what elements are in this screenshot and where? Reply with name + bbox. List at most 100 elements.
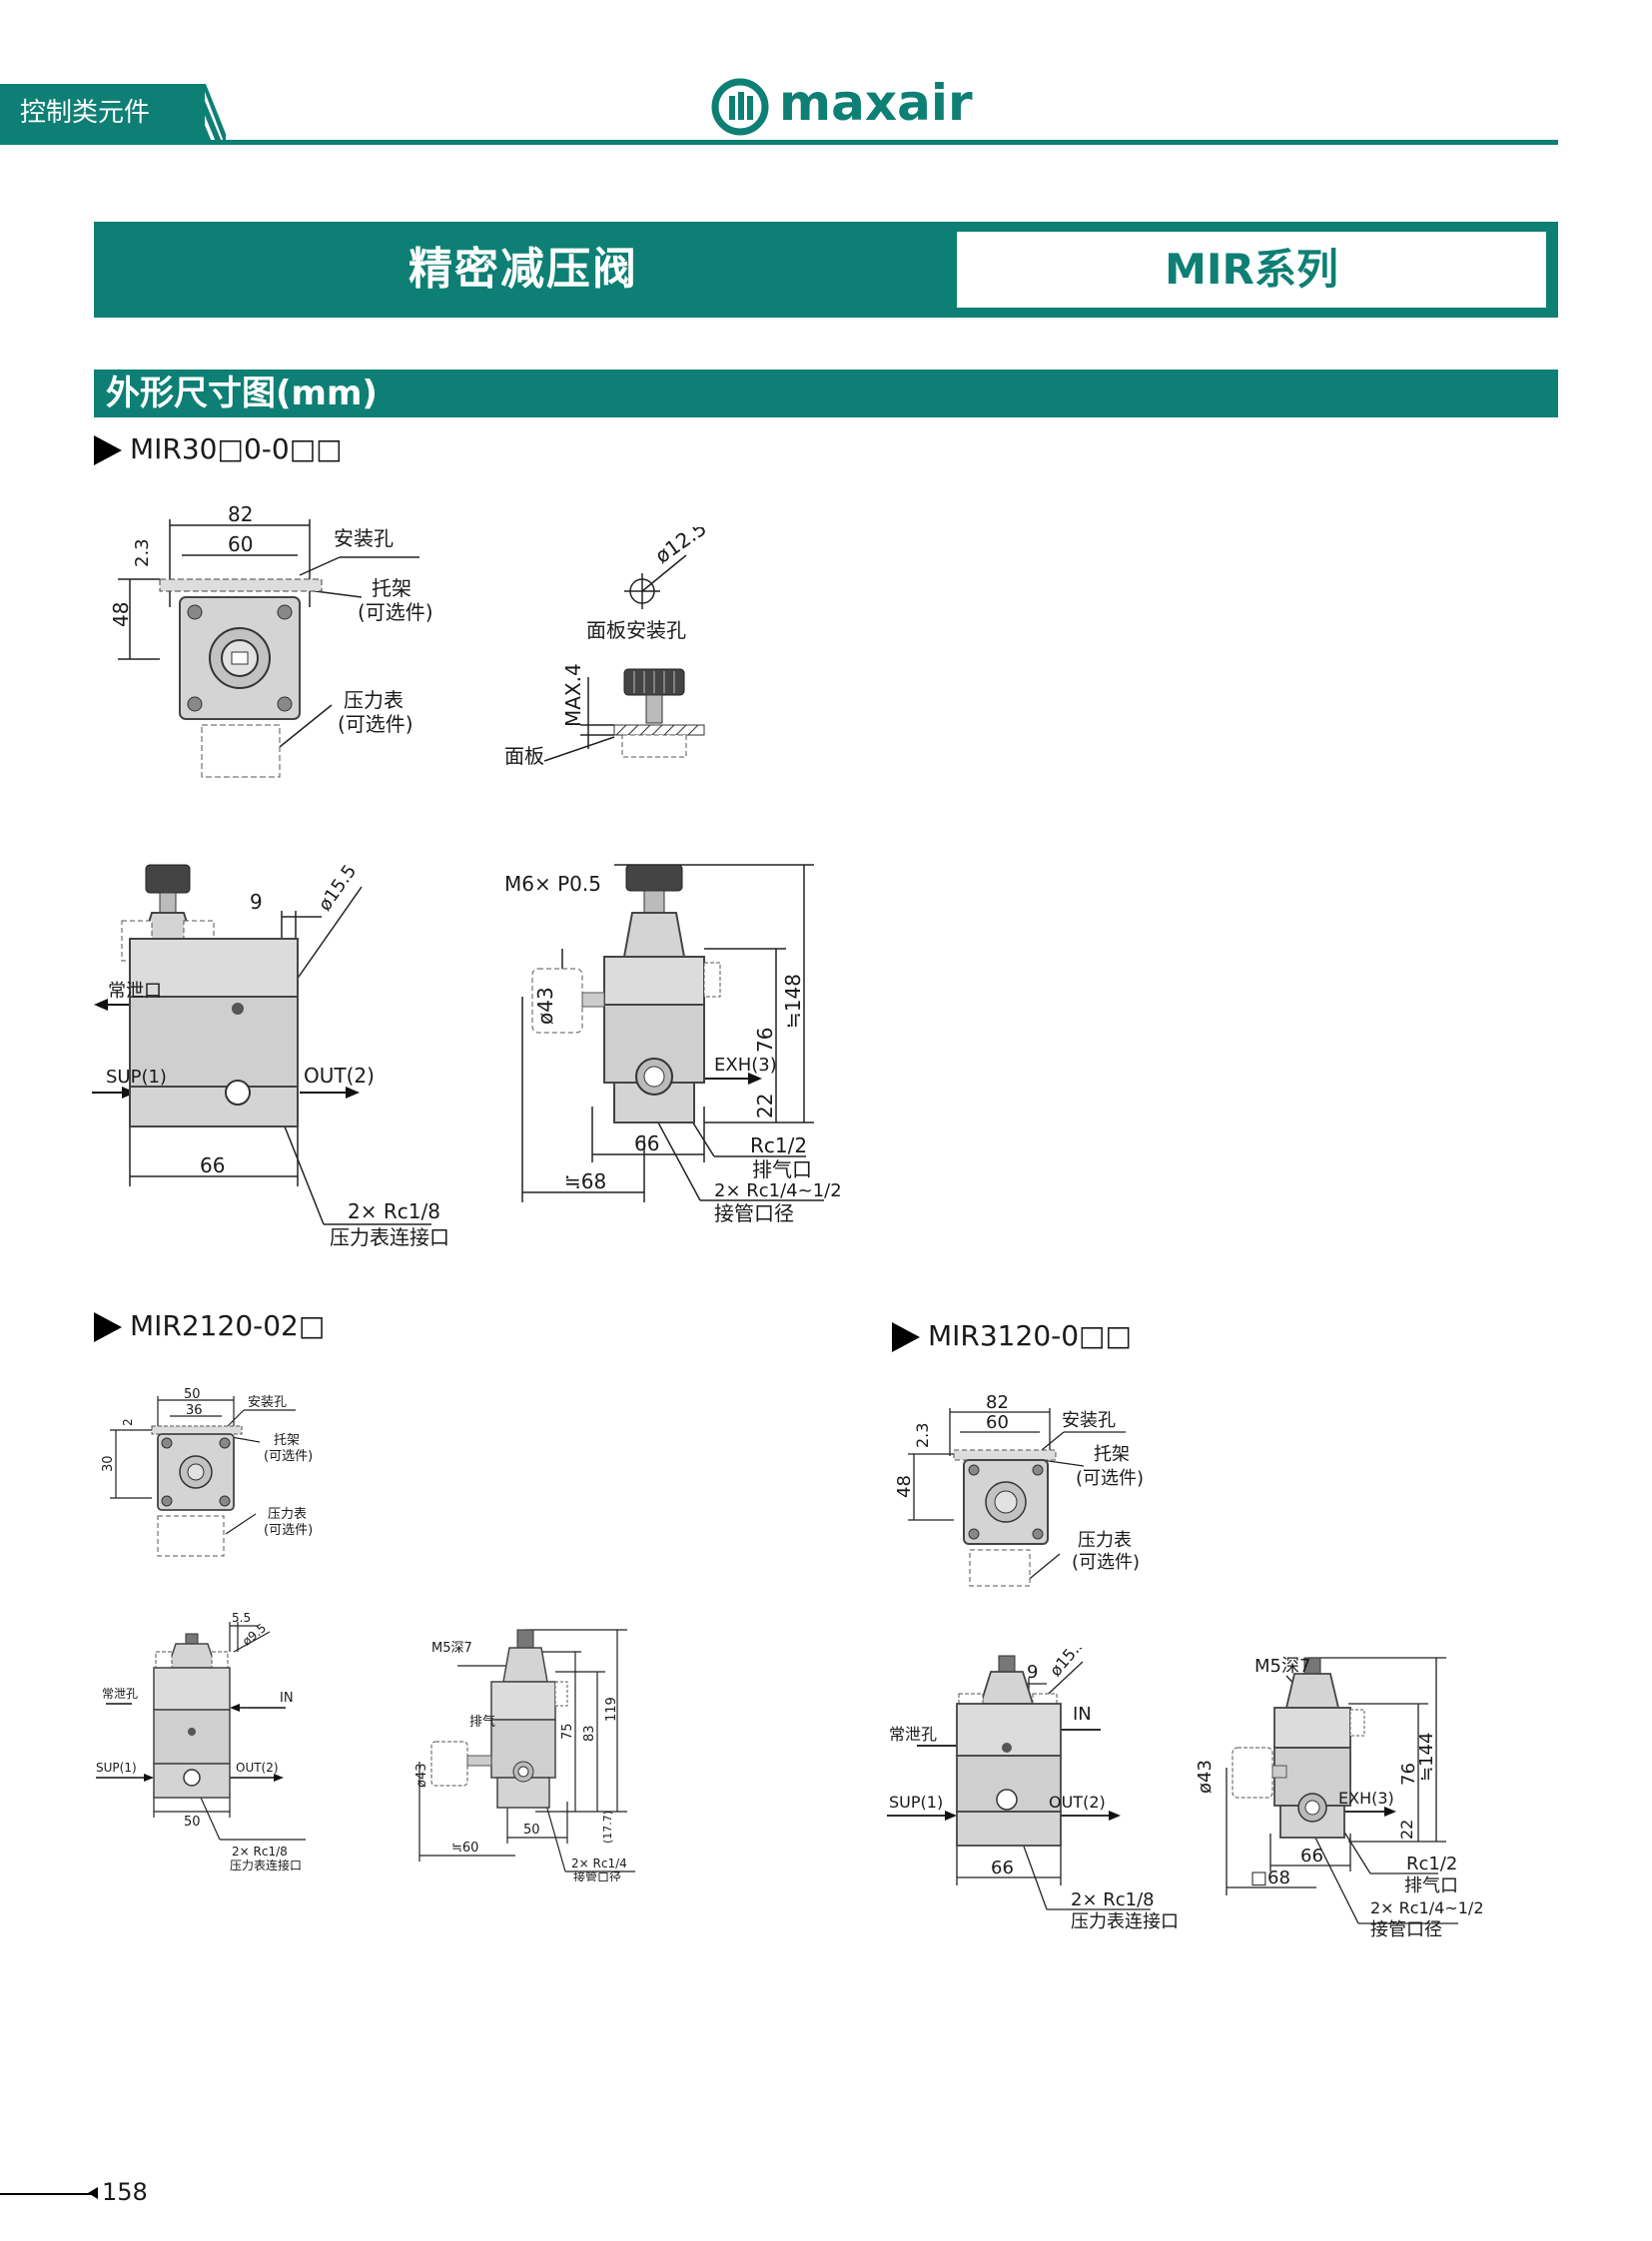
- label-gauge-port: 压力表连接口: [1071, 1911, 1179, 1932]
- dim-82: 82: [986, 1392, 1009, 1413]
- label-bracket: 托架: [1094, 1444, 1130, 1465]
- label-sup: SUP(1): [96, 1761, 137, 1775]
- label-sup: SUP(1): [106, 1067, 167, 1088]
- drawing-panel-mount: ø12.5 面板安装孔 MAX.4 面板: [504, 527, 711, 768]
- page-number: 158: [102, 2178, 148, 2206]
- label-bracket: 托架: [274, 1433, 300, 1448]
- brand-logo-icon: [711, 78, 769, 136]
- label-pipe-spec: 2× Rc1/4~1/2: [714, 1180, 842, 1201]
- dim-82: 82: [228, 502, 253, 526]
- label-gauge: 压力表: [268, 1507, 307, 1522]
- label-gauge-port: 压力表连接口: [330, 1225, 449, 1249]
- drawing-front-view-1: 9 ø15.5 常泄口 SUP(1) OUT(2) 66 2× Rc1/8 压力…: [92, 861, 449, 1249]
- dim-60: 60: [986, 1412, 1009, 1433]
- triangle-icon: [94, 1312, 122, 1342]
- dim-76: 76: [1398, 1763, 1419, 1786]
- dim-15-5: ø15.5: [315, 861, 362, 915]
- dim-66: 66: [200, 1153, 225, 1177]
- label-optional: (可选件): [264, 1449, 313, 1464]
- triangle-icon: [94, 435, 122, 465]
- dim-66-side: 66: [634, 1131, 659, 1155]
- dim-48: 48: [894, 1475, 915, 1498]
- dim-60-side: ≒60: [451, 1841, 478, 1856]
- dim-144: ≒144: [1416, 1733, 1437, 1782]
- label-optional: (可选件): [1076, 1468, 1144, 1489]
- label-exhaust-port: 排气口: [752, 1157, 812, 1181]
- label-gauge-port: 压力表连接口: [230, 1858, 302, 1871]
- label-m5: M5深7: [1254, 1656, 1310, 1677]
- label-pipe-size: 接管口径: [573, 1869, 621, 1881]
- dim-max4: MAX.4: [561, 663, 585, 727]
- label-m6: M6× P0.5: [504, 872, 601, 896]
- dim-36: 36: [186, 1403, 203, 1418]
- label-rc12: Rc1/2: [1406, 1854, 1457, 1874]
- label-out: OUT(2): [1049, 1793, 1106, 1812]
- drawing-top-view-2: 50 36 2 30 安装孔 托架 (可选件) 压力表 (可选件): [101, 1387, 313, 1557]
- tab-stripes: [178, 84, 226, 142]
- dim-119: 119: [604, 1697, 619, 1722]
- label-relief-hole: 常泄孔: [102, 1687, 138, 1701]
- label-panel-hole: 面板安装孔: [586, 618, 686, 642]
- dim-148: ≒148: [781, 974, 805, 1029]
- dim-43: ø43: [1195, 1760, 1216, 1794]
- dim-9-5: ø9.5: [240, 1621, 269, 1649]
- dim-2: 2: [121, 1418, 135, 1426]
- dim-22: 22: [753, 1094, 777, 1119]
- model-label-mir3120: MIR3120-0□□: [892, 1318, 1132, 1354]
- dim-50-side: 50: [523, 1823, 540, 1838]
- label-gauge-port-spec: 2× Rc1/8: [232, 1845, 288, 1859]
- page-arrow-icon: [88, 2187, 98, 2199]
- label-relief-port: 常泄口: [108, 981, 162, 1002]
- label-optional: (可选件): [264, 1523, 313, 1538]
- label-bracket: 托架: [372, 576, 412, 600]
- dim-2-3: 2.3: [132, 538, 153, 567]
- label-panel: 面板: [504, 744, 544, 768]
- label-pipe-size: 接管口径: [714, 1201, 794, 1225]
- dim-83: 83: [582, 1725, 597, 1742]
- dim-60: 60: [228, 532, 253, 556]
- product-title: 精密减压阀: [409, 244, 638, 295]
- model-name: MIR3120-0□□: [928, 1319, 1132, 1352]
- model-name: MIR30□0-0□□: [130, 432, 343, 465]
- label-gauge: 压力表: [1078, 1530, 1132, 1551]
- label-gauge-port-spec: 2× Rc1/8: [348, 1199, 440, 1223]
- drawing-side-view-1: M6× P0.5 ø43 76 ≒148 EXH(3) 22 66 ≒68 Rc…: [504, 864, 842, 1225]
- dim-12-5: ø12.5: [650, 527, 710, 568]
- model-label-mir30x0: MIR30□0-0□□: [94, 431, 343, 467]
- label-sup: SUP(1): [889, 1793, 943, 1812]
- dim-5-5: 5.5: [232, 1612, 251, 1625]
- section-heading: 外形尺寸图(mm): [94, 370, 1558, 417]
- label-mount-hole: 安装孔: [1062, 1410, 1116, 1431]
- label-pipe-spec: 2× Rc1/4~1/2: [1370, 1898, 1484, 1917]
- series-title: MIR系列: [957, 232, 1546, 308]
- label-gauge: 压力表: [344, 688, 404, 712]
- label-out: OUT(2): [236, 1761, 279, 1775]
- label-pipe-spec: 2× Rc1/4: [571, 1857, 627, 1870]
- drawing-top-view-1: 82 60 2.3 48 安装孔 托架 (可选件) 压力表 (可选件): [109, 502, 433, 778]
- label-exhaust-port: 排气口: [1404, 1875, 1458, 1896]
- label-relief-hole: 常泄孔: [889, 1725, 937, 1744]
- dim-17-7: (17.7): [601, 1811, 614, 1844]
- dim-75: 75: [560, 1723, 575, 1740]
- label-in: IN: [280, 1691, 294, 1706]
- label-mount-hole: 安装孔: [248, 1395, 287, 1410]
- label-m5: M5深7: [431, 1641, 472, 1656]
- drawing-top-view-3: 82 60 2.3 48 安装孔 托架 (可选件) 压力表 (可选件): [894, 1392, 1144, 1587]
- label-optional: (可选件): [338, 712, 413, 736]
- category-tab: 控制类元件: [0, 84, 205, 142]
- model-name: MIR2120-02□: [130, 1309, 326, 1342]
- label-exhaust: 排气: [469, 1714, 495, 1730]
- drawing-front-view-3: 9 ø15.5 IN 常泄孔 SUP(1) OUT(2) 66 2× Rc1/8…: [887, 1648, 1179, 1932]
- brand-name: maxair: [779, 74, 973, 132]
- dim-66: 66: [991, 1858, 1014, 1878]
- dim-68: □68: [1250, 1868, 1290, 1888]
- dim-66-side: 66: [1300, 1846, 1323, 1867]
- label-in: IN: [1073, 1704, 1092, 1725]
- label-exh: EXH(3): [714, 1055, 777, 1076]
- dim-76: 76: [753, 1028, 777, 1053]
- dim-43: ø43: [414, 1764, 429, 1789]
- dim-68: ≒68: [564, 1169, 606, 1193]
- dim-9: 9: [250, 890, 263, 914]
- dim-43: ø43: [533, 987, 557, 1025]
- label-pipe-size: 接管口径: [1370, 1919, 1442, 1940]
